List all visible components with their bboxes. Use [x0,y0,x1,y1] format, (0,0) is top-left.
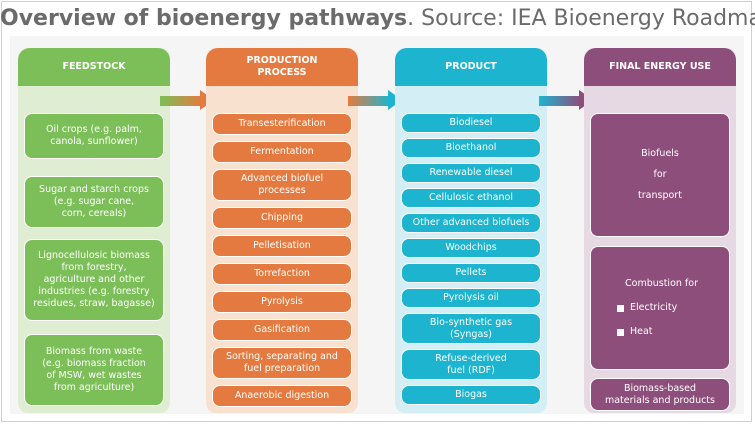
product-header: PRODUCT [395,48,547,86]
process-gasification: Gasification [212,319,352,341]
combustion-electricity: Electricity [617,302,677,314]
feedstock-sugar-starch: Sugar and starch crops (e.g. sugar cane,… [24,176,164,228]
process-pyrolysis: Pyrolysis [212,291,352,313]
transport-line-1: Biofuels [641,148,679,159]
combustion-heat: Heat [617,326,653,338]
process-transesterification: Transesterification [212,113,352,135]
product-woodchips: Woodchips [401,238,541,258]
energy-combustion: Combustion for Electricity Heat [590,246,730,370]
product-cellulosic-ethanol: Cellulosic ethanol [401,188,541,208]
transport-line-3: transport [638,190,682,201]
product-pellets: Pellets [401,263,541,283]
feedstock-header: FEEDSTOCK [18,48,170,86]
product-biodiesel: Biodiesel [401,113,541,133]
feedstock-lignocellulosic: Lignocellulosic biomass from forestry, a… [24,239,164,321]
title-bold: Overview of bioenergy pathways [0,6,408,31]
feedstock-waste: Biomass from waste (e.g. biomass fractio… [24,334,164,406]
heat-label: Heat [630,326,653,337]
product-rdf: Refuse-derived fuel (RDF) [401,349,541,380]
process-advanced-biofuel: Advanced biofuel processes [212,169,352,201]
product-biogas: Biogas [401,385,541,405]
energy-header: FINAL ENERGY USE [584,48,736,86]
process-fermentation: Fermentation [212,141,352,163]
process-chipping: Chipping [212,207,352,229]
process-header: PRODUCTION PROCESS [206,48,358,86]
transport-line-2: for [653,169,667,180]
energy-transport: Biofuels for transport [590,113,730,237]
bullet-square-icon [617,328,624,336]
bullet-square-icon [617,304,624,312]
title-source: . Source: IEA Bioenergy Roadmap [407,6,755,31]
page-title: Overview of bioenergy pathways. Source: … [0,6,755,31]
product-bioethanol: Bioethanol [401,138,541,158]
process-anaerobic-digestion: Anaerobic digestion [212,385,352,407]
product-pyrolysis-oil: Pyrolysis oil [401,288,541,308]
electricity-label: Electricity [630,302,678,313]
process-torrefaction: Torrefaction [212,263,352,285]
combustion-heading: Combustion for [625,278,698,289]
feedstock-oil-crops: Oil crops (e.g. palm, canola, sunflower) [24,113,164,159]
energy-materials: Biomass-based materials and products [590,378,730,411]
process-sorting: Sorting, separating and fuel preparation [212,347,352,379]
product-other-advanced: Other advanced biofuels [401,213,541,233]
product-syngas: Bio-synthetic gas (Syngas) [401,313,541,344]
process-pelletisation: Pelletisation [212,235,352,257]
product-renewable-diesel: Renewable diesel [401,163,541,183]
